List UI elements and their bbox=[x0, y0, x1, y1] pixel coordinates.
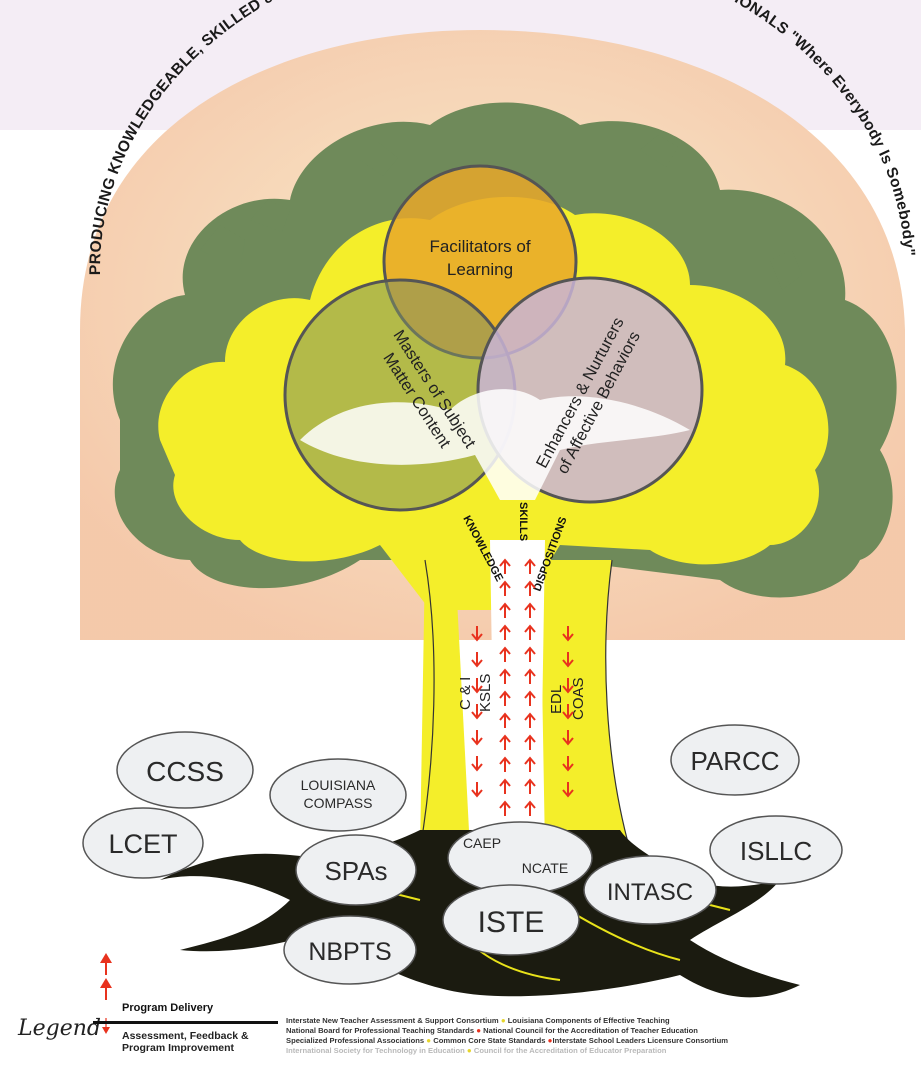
acro-ncate: National Council for the Accreditation o… bbox=[483, 1026, 698, 1035]
cloud-iste: ISTE bbox=[443, 885, 579, 955]
cloud-islcc: ISLLC bbox=[710, 816, 842, 884]
trunk-ci: C & I bbox=[457, 677, 474, 710]
svg-text:PARCC: PARCC bbox=[690, 746, 779, 776]
venn-top-line1: Facilitators of bbox=[429, 237, 530, 256]
acro-isllc: Interstate School Leaders Licensure Cons… bbox=[552, 1036, 728, 1045]
svg-text:INTASC: INTASC bbox=[607, 879, 693, 906]
acro-spas: Specialized Professional Associations bbox=[286, 1036, 424, 1045]
trunk-ksls: KSLS bbox=[477, 674, 494, 712]
acro-iste: International Society for Technology in … bbox=[286, 1046, 465, 1055]
acronym-key: Interstate New Teacher Assessment & Supp… bbox=[286, 1016, 906, 1056]
pathway-skills: SKILLS bbox=[517, 502, 529, 541]
svg-text:SPAs: SPAs bbox=[324, 856, 387, 886]
svg-text:CCSS: CCSS bbox=[146, 756, 224, 787]
cloud-ccss: CCSS bbox=[117, 732, 253, 808]
acro-caep: Council for the Accreditation of Educato… bbox=[474, 1046, 667, 1055]
legend-assessment: Assessment, Feedback & Program Improveme… bbox=[122, 1030, 282, 1054]
cloud-intasc: INTASC bbox=[584, 856, 716, 924]
svg-text:NCATE: NCATE bbox=[522, 860, 568, 876]
legend-delivery: Program Delivery bbox=[122, 1002, 213, 1014]
cloud-nbpts: NBPTS bbox=[284, 916, 416, 984]
cloud-caep-ncate: CAEP NCATE bbox=[448, 822, 592, 894]
svg-text:NBPTS: NBPTS bbox=[308, 938, 391, 966]
cloud-spas: SPAs bbox=[296, 835, 416, 905]
legend: Legend Program Delivery Assessment, Feed… bbox=[8, 990, 913, 1062]
acro-intasc: Interstate New Teacher Assessment & Supp… bbox=[286, 1016, 499, 1025]
svg-text:ISLLC: ISLLC bbox=[740, 836, 812, 866]
svg-text:LCET: LCET bbox=[108, 829, 177, 859]
trunk-edl: EDL bbox=[548, 685, 565, 714]
legend-divider bbox=[93, 1021, 278, 1024]
cloud-parcc: PARCC bbox=[671, 725, 799, 795]
svg-text:LOUISIANA: LOUISIANA bbox=[301, 777, 376, 793]
venn-top-line2: Learning bbox=[447, 260, 513, 279]
acro-nbpts: National Board for Professional Teaching… bbox=[286, 1026, 474, 1035]
cloud-lcet: LCET bbox=[83, 808, 203, 878]
svg-text:ISTE: ISTE bbox=[478, 906, 545, 939]
svg-text:CAEP: CAEP bbox=[463, 835, 501, 851]
legend-title: Legend bbox=[18, 1016, 101, 1041]
svg-text:COMPASS: COMPASS bbox=[304, 795, 373, 811]
acro-ccss: Common Core State Standards bbox=[433, 1036, 545, 1045]
acro-lcet: Louisiana Components of Effective Teachi… bbox=[508, 1016, 670, 1025]
cloud-louisiana-compass: LOUISIANA COMPASS bbox=[270, 759, 406, 831]
